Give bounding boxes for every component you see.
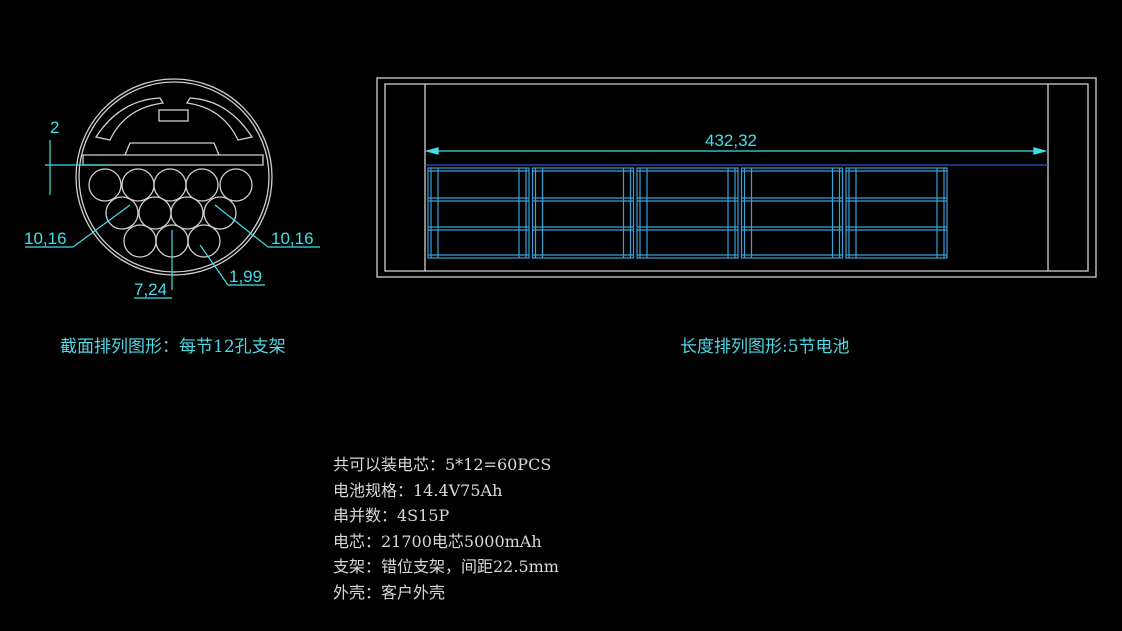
cell-holes	[88, 168, 253, 258]
dim-left-diameter: 10,16	[24, 229, 67, 248]
dim-length: 432,32	[705, 131, 757, 150]
battery-module	[636, 167, 739, 259]
battery-module	[427, 167, 530, 259]
cross-section-view: 2 10,16 10,16 7,24 1,99	[24, 78, 320, 299]
dim-gap: 2	[50, 118, 59, 137]
battery-module	[845, 167, 948, 259]
outer-case	[376, 77, 1097, 278]
spec-series-parallel: 串并数：4S15P	[333, 506, 450, 525]
holder-plate	[82, 142, 264, 166]
inner-shell	[78, 81, 270, 273]
top-clip	[158, 109, 189, 122]
dim-pitch: 7,24	[134, 280, 167, 299]
left-end-cap	[384, 83, 426, 272]
dim-wall: 1,99	[229, 267, 262, 286]
battery-modules	[427, 167, 948, 259]
spec-list: 共可以装电芯：5*12=60PCS 电池规格：14.4V75Ah 串并数：4S1…	[333, 452, 559, 605]
battery-module	[740, 167, 844, 259]
spec-case: 外壳：客户外壳	[333, 582, 446, 602]
spec-battery-rating: 电池规格：14.4V75Ah	[333, 480, 503, 500]
spec-holder: 支架：错位支架，间距22.5mm	[333, 557, 559, 576]
battery-module	[531, 167, 635, 259]
dim-right-diameter: 10,16	[271, 229, 314, 248]
outer-shell	[75, 78, 273, 276]
spec-cell-type: 电芯：21700电芯5000mAh	[333, 531, 542, 551]
length-caption: 长度排列图形:5节电池	[680, 337, 850, 357]
top-slots	[94, 97, 254, 141]
right-end-cap	[1047, 83, 1089, 272]
spec-cell-count: 共可以装电芯：5*12=60PCS	[333, 455, 552, 474]
length-view: 432,32	[376, 77, 1097, 278]
section-dimension-lines	[25, 140, 320, 299]
length-dimension	[424, 147, 1048, 155]
section-caption: 截面排列图形：每节12孔支架	[60, 337, 286, 357]
